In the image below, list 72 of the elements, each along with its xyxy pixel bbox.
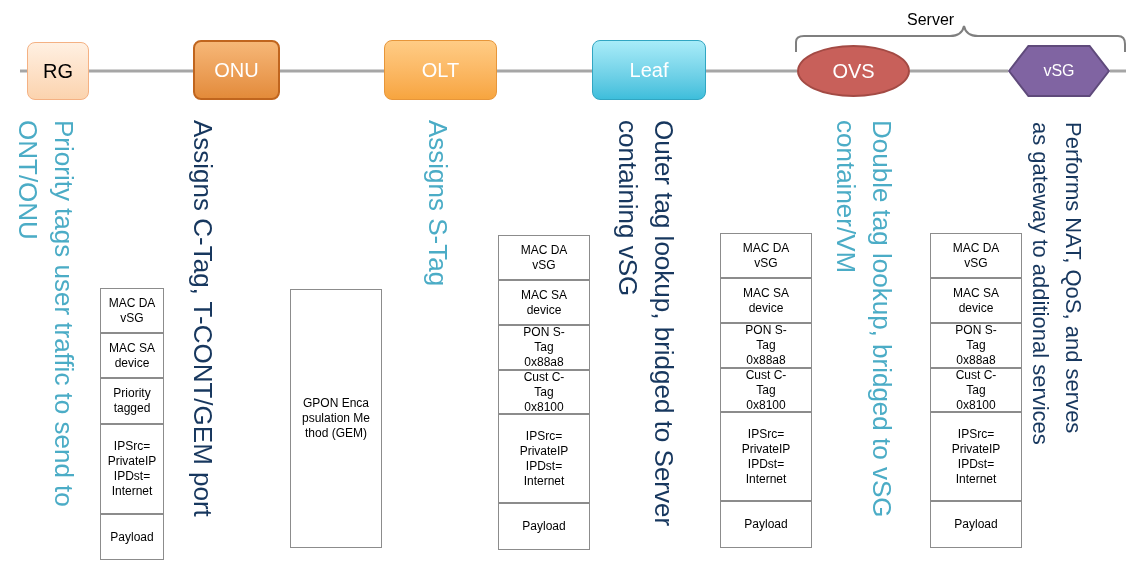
hexagon-node: [1008, 45, 1110, 97]
device-box: [384, 40, 497, 100]
packet-field: [720, 501, 812, 548]
connector-line: [89, 69, 193, 73]
node-text: MAC DA vSG: [951, 240, 1001, 271]
connector-line: [910, 69, 1008, 73]
packet-field: [290, 289, 382, 548]
packet-field: [498, 503, 590, 550]
packet-field: [930, 412, 1022, 501]
node-text: MAC SA device: [520, 287, 568, 318]
node-text: MAC DA vSG: [107, 295, 157, 326]
node-text: PON S-Tag 0x88a8: [522, 325, 566, 370]
node-text: RG: [43, 59, 73, 84]
connector-line: [706, 69, 797, 73]
packet-field: [720, 233, 812, 278]
packet-field: [720, 368, 812, 412]
node-text: PON S-Tag 0x88a8: [954, 323, 998, 368]
node-text: Payload: [521, 519, 567, 534]
node-text: IPSrc= PrivateIP IPDst= Internet: [740, 426, 792, 487]
node-text: PON S-Tag 0x88a8: [744, 323, 788, 368]
packet-field: [930, 233, 1022, 278]
packet-field: [498, 325, 590, 370]
packet-field: [100, 424, 164, 514]
description-text: Assigns C-Tag, T-CONT/GEM port: [187, 120, 219, 519]
packet-field: [930, 501, 1022, 548]
packet-field: [930, 278, 1022, 323]
device-box: [27, 42, 89, 100]
node-text: Payload: [743, 517, 789, 532]
description-text: Outer tag lookup, bridged to Server containing vSG: [612, 120, 680, 529]
connector-line: [280, 69, 384, 73]
node-text: IPSrc= PrivateIP IPDst= Internet: [950, 426, 1002, 487]
packet-field: [720, 278, 812, 323]
packet-field: [100, 333, 164, 378]
packet-field: [100, 288, 164, 333]
description-text: Assigns S-Tag: [422, 120, 454, 289]
packet-field: [498, 414, 590, 503]
node-text: Payload: [109, 529, 155, 545]
packet-field: [930, 368, 1022, 412]
connector-line: [497, 69, 592, 73]
node-text: Payload: [953, 517, 999, 532]
device-box: [193, 40, 280, 100]
node-text: Cust C-Tag 0x8100: [522, 369, 566, 415]
node-text: MAC SA device: [742, 285, 790, 316]
node-text: Leaf: [629, 58, 669, 83]
node-text: Cust C-Tag 0x8100: [744, 367, 788, 413]
description-text: Double tag lookup, bridged to vSG container/VM: [830, 120, 898, 520]
device-box: [592, 40, 706, 100]
node-text: IPSrc= PrivateIP IPDst= Internet: [106, 439, 158, 499]
packet-field: [100, 378, 164, 424]
node-text: GPON Encapsulation Method (GEM): [301, 396, 371, 441]
node-text: MAC SA device: [952, 285, 1000, 316]
description-text: Performs NAT, QoS, and serves as gateway to additional services: [1027, 122, 1087, 447]
node-text: Priority tagged: [112, 386, 152, 416]
node-text: ONU: [214, 58, 259, 83]
description-text: Priority tags user traffic to send to ONT/ONU: [12, 120, 80, 509]
packet-field: [498, 280, 590, 325]
packet-field: [930, 323, 1022, 368]
node-text: IPSrc= PrivateIP IPDst= Internet: [518, 428, 570, 489]
node-text: vSG: [1043, 61, 1075, 81]
packet-field: [498, 370, 590, 414]
group-label: Server: [907, 10, 955, 30]
packet-field: [100, 514, 164, 560]
node-text: MAC DA vSG: [519, 242, 569, 273]
packet-field: [498, 235, 590, 280]
packet-field: [720, 323, 812, 368]
node-text: OVS: [832, 59, 875, 84]
node-text: OLT: [421, 58, 460, 83]
node-text: Cust C-Tag 0x8100: [954, 367, 998, 413]
packet-field: [720, 412, 812, 501]
node-text: MAC SA device: [108, 340, 156, 371]
ellipse-node: [797, 45, 910, 97]
node-text: MAC DA vSG: [741, 240, 791, 271]
